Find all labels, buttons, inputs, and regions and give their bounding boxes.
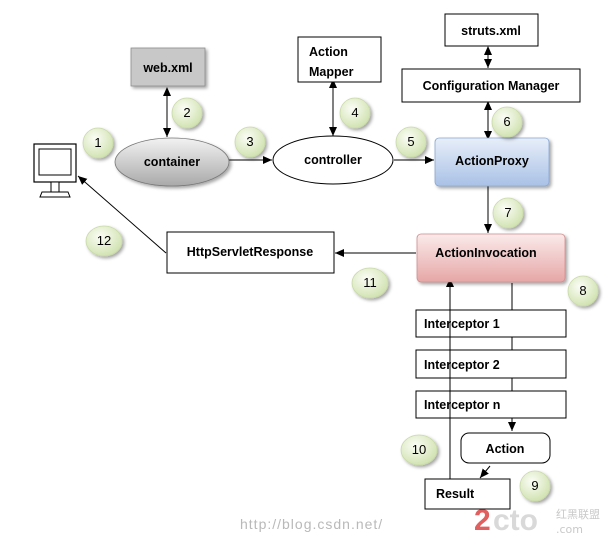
node-container: container (114, 137, 230, 187)
step-6-label: 6 (503, 114, 510, 129)
watermark-url: http://blog.csdn.net/ (240, 516, 383, 532)
node-action-mapper: Action Mapper (297, 36, 382, 83)
step-12-label: 12 (97, 233, 111, 248)
node-action-proxy: ActionProxy (434, 137, 550, 187)
node-controller-label: controller (304, 153, 362, 167)
node-container-label: container (144, 155, 200, 169)
node-action-proxy-label: ActionProxy (455, 154, 529, 168)
connector-response-client (77, 175, 167, 254)
node-web-xml: web.xml (130, 47, 206, 87)
step-10-label: 10 (412, 442, 426, 457)
step-9: 9 (519, 470, 551, 502)
step-markers: 1 2 3 4 5 6 7 8 (82, 97, 599, 502)
step-8: 8 (567, 275, 599, 307)
step-8-label: 8 (579, 283, 586, 298)
node-action: Action (460, 432, 551, 464)
node-http-servlet-response: HttpServletResponse (166, 231, 335, 274)
node-controller: controller (272, 135, 394, 185)
step-7-label: 7 (504, 205, 511, 220)
node-action-invocation: ActionInvocation (416, 233, 566, 283)
step-2: 2 (171, 97, 203, 129)
watermark-logo-com: .com (556, 523, 583, 536)
node-action-mapper-label-line2: Mapper (309, 65, 354, 79)
node-interceptor-1: Interceptor 1 (415, 309, 567, 338)
node-interceptor-n-label: Interceptor n (424, 398, 500, 412)
step-2-label: 2 (183, 105, 190, 120)
node-result-label: Result (436, 487, 475, 501)
step-9-label: 9 (531, 478, 538, 493)
step-3: 3 (234, 126, 266, 158)
watermark-logo-cn: 红黑联盟 (556, 508, 600, 521)
node-action-label: Action (486, 442, 525, 456)
step-7: 7 (492, 197, 524, 229)
step-5: 5 (395, 126, 427, 158)
step-10: 10 (400, 434, 438, 466)
step-12: 12 (85, 225, 123, 257)
step-1-label: 1 (94, 135, 101, 150)
watermark-logo-2: 2 (474, 504, 491, 537)
node-interceptor-2: Interceptor 2 (415, 349, 567, 379)
step-11-label: 11 (363, 275, 377, 290)
computer-monitor-icon (33, 143, 77, 198)
connector-action-result (479, 465, 491, 479)
node-action-invocation-label: ActionInvocation (435, 246, 536, 260)
node-interceptor-n: Interceptor n (415, 390, 567, 419)
node-result: Result (424, 478, 511, 510)
node-interceptor-2-label: Interceptor 2 (424, 358, 500, 372)
node-struts-xml: struts.xml (444, 13, 539, 47)
node-web-xml-label: web.xml (142, 61, 192, 75)
node-action-mapper-label-line1: Action (309, 45, 348, 59)
interceptor-flow-lines (449, 282, 516, 470)
node-interceptor-1-label: Interceptor 1 (424, 317, 500, 331)
step-3-label: 3 (246, 134, 253, 149)
step-5-label: 5 (407, 134, 414, 149)
node-struts-xml-label: struts.xml (461, 24, 521, 38)
watermark: http://blog.csdn.net/ 2 cto 红黑联盟 .com (240, 504, 600, 537)
node-configuration-manager: Configuration Manager (401, 68, 581, 103)
step-11: 11 (351, 267, 389, 299)
step-4-label: 4 (351, 105, 358, 120)
node-configuration-manager-label: Configuration Manager (423, 79, 560, 93)
step-6: 6 (491, 106, 523, 138)
step-4: 4 (339, 97, 371, 129)
node-http-servlet-response-label: HttpServletResponse (187, 245, 313, 259)
step-1: 1 (82, 127, 114, 159)
